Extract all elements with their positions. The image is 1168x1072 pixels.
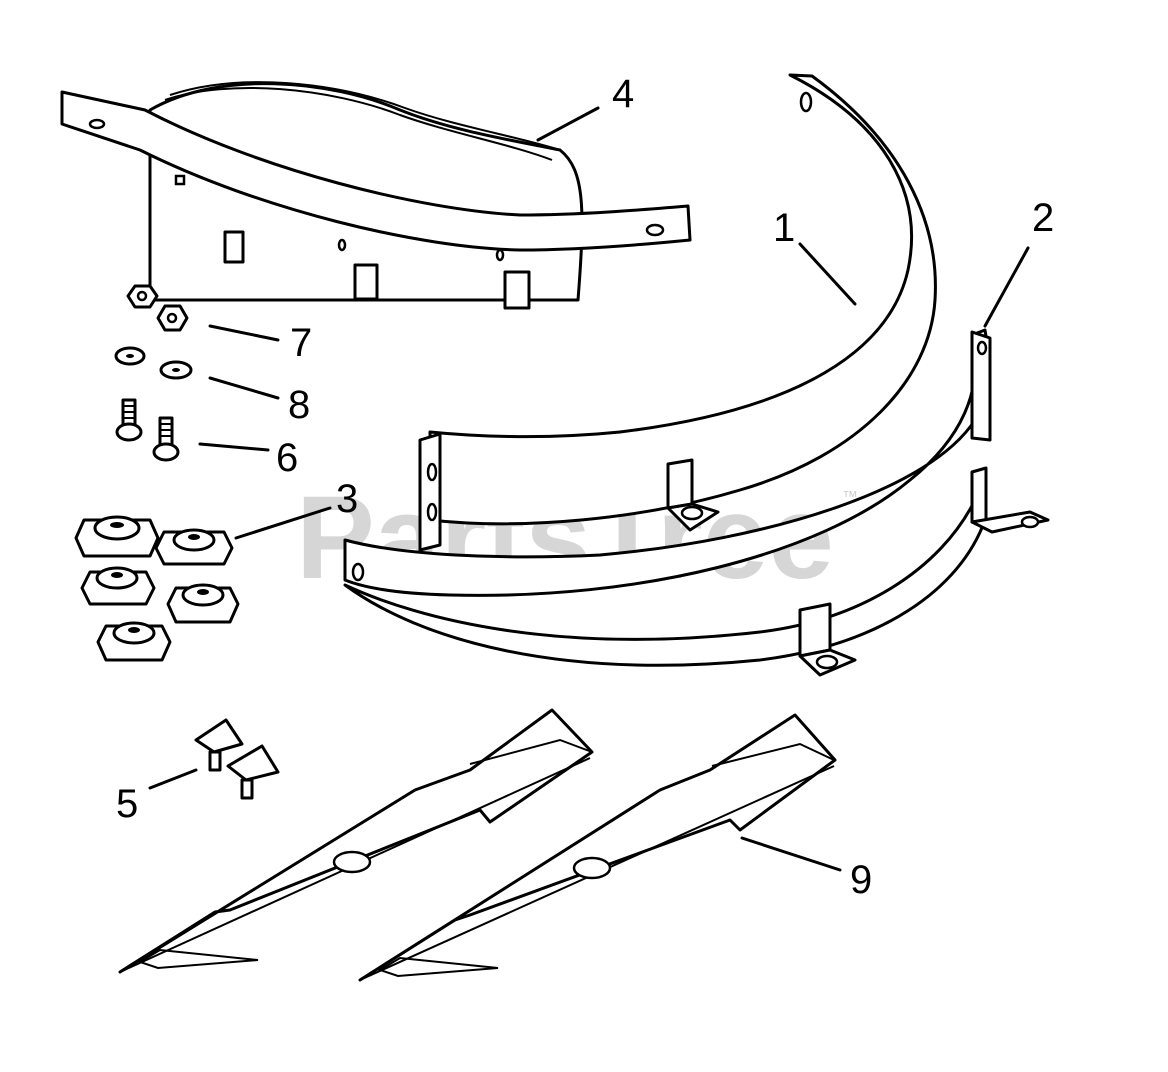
nut-2 (154, 528, 234, 566)
callout-labels: 1 2 3 4 5 6 7 8 9 (116, 72, 1054, 902)
blade-2 (358, 713, 837, 982)
nut-1 (74, 515, 160, 558)
callout-6: 6 (276, 436, 298, 480)
callout-7: 7 (290, 321, 312, 365)
nut-4 (166, 583, 240, 624)
part-4-deflector[interactable] (60, 81, 692, 310)
callout-9: 9 (850, 858, 872, 902)
part-3-nuts[interactable] (74, 515, 240, 662)
part-5-clips[interactable] (194, 718, 280, 800)
part-6-bolts[interactable] (115, 398, 180, 462)
callout-5: 5 (116, 782, 138, 826)
part-1-baffle[interactable] (418, 73, 937, 552)
blade-1 (118, 708, 594, 974)
part-7-lock-nuts[interactable] (126, 284, 189, 332)
part-8-washers[interactable] (114, 346, 193, 380)
callout-1: 1 (773, 206, 795, 250)
part-9-blades[interactable] (118, 708, 837, 982)
part-2-baffle[interactable] (343, 328, 1050, 677)
nut-5 (96, 621, 172, 662)
callout-8: 8 (288, 383, 310, 427)
callout-4: 4 (612, 72, 634, 116)
callout-2: 2 (1032, 196, 1054, 240)
callout-3: 3 (336, 477, 358, 521)
nut-3 (80, 566, 156, 606)
leader-lines (148, 106, 1030, 872)
